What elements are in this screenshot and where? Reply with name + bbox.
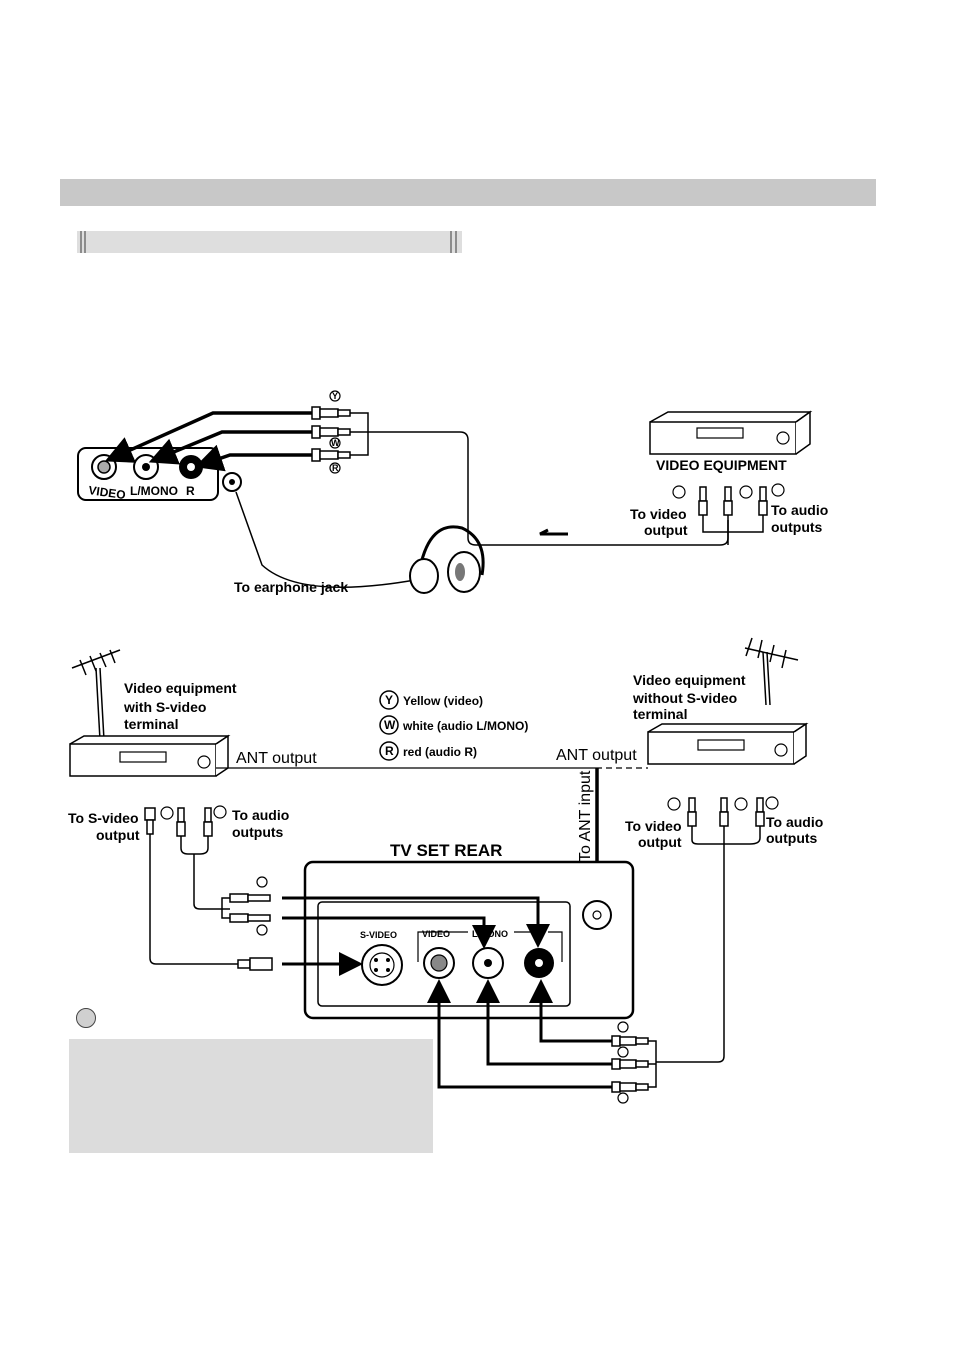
tv-rear-panel xyxy=(303,860,635,1020)
legend-w-marker: W xyxy=(384,718,396,732)
yellow-cable xyxy=(104,411,312,463)
jack-r-label: R xyxy=(186,484,195,498)
to-ant-input-label: To ANT input xyxy=(577,770,594,862)
white-cable xyxy=(148,430,312,465)
audio-plugs-left-icon xyxy=(176,807,213,837)
legend-red: red (audio R) xyxy=(403,745,477,759)
tv-left-plug-join xyxy=(221,897,230,919)
earphone-jack-label: To earphone jack xyxy=(234,579,348,595)
antenna-right-icon xyxy=(744,637,799,706)
tv-right-plug-join xyxy=(648,1040,657,1088)
yellow-cable-right xyxy=(427,979,612,1089)
svideo-cable-left xyxy=(149,834,238,965)
lmono-jack-label: L/MONO xyxy=(472,929,508,939)
to-video-right-label-2: output xyxy=(638,834,682,850)
left-tv-plug-markers xyxy=(256,876,268,936)
to-svideo-label-2: output xyxy=(96,827,140,843)
color-legend xyxy=(379,690,399,761)
right-equipment-label-2: without S-video xyxy=(632,690,737,706)
video-equipment-left-icon xyxy=(69,734,231,777)
earphone-cable xyxy=(235,491,416,588)
plug-letter-markers xyxy=(329,390,341,474)
top-equipment-markers xyxy=(672,483,785,499)
note-box xyxy=(69,1039,433,1153)
right-plug-markers xyxy=(617,1021,629,1104)
marker-r: R xyxy=(332,463,339,473)
to-audio-outputs-label-1: To audio xyxy=(771,502,828,518)
ant-output-right-label: ANT output xyxy=(556,747,637,764)
to-audio-right-label-1: To audio xyxy=(766,814,823,830)
tv-right-plugs xyxy=(611,1035,649,1093)
legend-r-marker: R xyxy=(385,744,394,758)
marker-y: Y xyxy=(332,391,338,401)
legend-yellow: Yellow (video) xyxy=(403,694,483,708)
right-equipment-label-1: Video equipment xyxy=(633,672,746,688)
to-video-output-label-1: To video xyxy=(630,506,687,522)
to-audio-left-label-2: outputs xyxy=(232,824,284,840)
tv-left-plugs xyxy=(229,893,273,971)
tv-rear-title: TV SET REAR xyxy=(390,841,502,860)
video-equipment-title: VIDEO EQUIPMENT xyxy=(656,457,787,473)
ant-output-left-label: ANT output xyxy=(236,750,317,767)
to-audio-left-label-1: To audio xyxy=(232,807,289,823)
marker-w: W xyxy=(331,438,340,448)
audio-cable-left xyxy=(180,836,230,910)
bar-tick xyxy=(450,231,452,253)
subsection-header-bar xyxy=(77,231,462,253)
svideo-jack-label: S-VIDEO xyxy=(360,930,397,940)
bar-tick xyxy=(455,231,457,253)
right-equipment-markers xyxy=(667,796,779,811)
legend-y-marker: Y xyxy=(385,693,393,707)
jack-video-label: VIDEO xyxy=(88,483,127,502)
to-video-output-label-2: output xyxy=(644,522,688,538)
jack-lmono-label: L/MONO xyxy=(130,484,178,498)
left-equipment-label-2: with S-video xyxy=(123,699,206,715)
right-equipment-label-3: terminal xyxy=(633,706,687,722)
red-cable-tv xyxy=(282,896,550,948)
left-equipment-label-1: Video equipment xyxy=(124,680,237,696)
to-video-right-label-1: To video xyxy=(625,818,682,834)
video-equipment-top-icon xyxy=(649,410,813,455)
red-cable xyxy=(194,444,312,472)
bar-tick xyxy=(80,231,82,253)
white-cable-tv xyxy=(282,916,496,949)
headphone-icon xyxy=(409,525,485,594)
section-header-bar xyxy=(60,179,876,206)
rca-plugs-top xyxy=(311,406,351,462)
video-equipment-right-icon xyxy=(647,722,809,765)
antenna-left-icon xyxy=(71,649,121,741)
audio-video-plugs-right-icon xyxy=(687,797,765,858)
to-svideo-label-1: To S-video xyxy=(68,810,139,826)
bar-tick xyxy=(84,231,86,253)
left-plug-markers xyxy=(160,805,227,820)
video-jack-label: VIDEO xyxy=(422,929,450,939)
signal-arrow-icon xyxy=(539,528,568,536)
input-cable-right xyxy=(656,858,725,1063)
video-equipment-plugs-top xyxy=(698,486,768,545)
to-audio-outputs-label-2: outputs xyxy=(771,519,823,535)
note-icon xyxy=(76,1008,96,1028)
legend-white: white (audio L/MONO) xyxy=(402,719,528,733)
input-cable-top xyxy=(350,412,729,546)
red-cable-right xyxy=(529,979,612,1043)
svideo-plug-icon xyxy=(144,807,156,835)
white-cable-right xyxy=(476,979,612,1066)
left-equipment-label-3: terminal xyxy=(124,716,178,732)
to-audio-right-label-2: outputs xyxy=(766,830,818,846)
